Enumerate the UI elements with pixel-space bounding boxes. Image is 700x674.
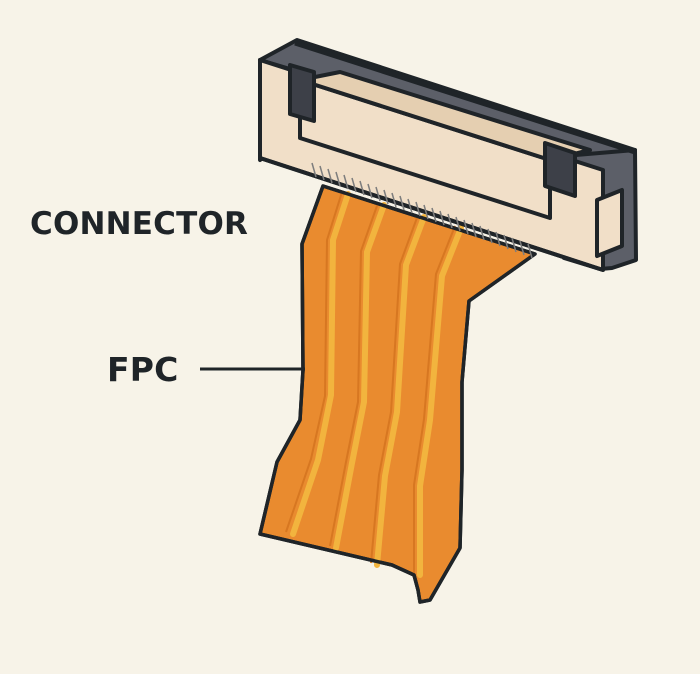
fpc-trace-1: [290, 191, 351, 537]
connector-pin: [503, 234, 509, 250]
connector-pin: [319, 165, 325, 181]
connector-pin: [399, 195, 405, 211]
fpc-traces: [290, 191, 464, 578]
connector-pin: [327, 168, 333, 184]
fpc-trace-4: [417, 225, 464, 578]
fpc-trace-3: [374, 214, 427, 568]
fpc-label: FPC: [107, 350, 179, 389]
connector-pin: [311, 162, 317, 178]
connector-right-slot: [543, 141, 577, 198]
connector-pin: [359, 180, 365, 196]
connector-pin: [351, 177, 357, 193]
connector: [258, 38, 638, 272]
connector-pin: [519, 240, 525, 256]
fpc-trace-2: [333, 202, 387, 551]
connector-pin: [495, 231, 501, 247]
connector-pin: [471, 222, 477, 238]
connector-right-latch: [595, 188, 624, 258]
connector-pin: [407, 198, 413, 214]
connector-pin: [391, 192, 397, 208]
connector-pin: [479, 225, 485, 241]
connector-pin: [431, 207, 437, 223]
connector-front-edge: [259, 156, 604, 272]
fpc-trace-edge-2: [329, 202, 379, 547]
connector-pin: [511, 237, 517, 253]
connector-pin: [335, 171, 341, 187]
fpc-trace-edge-4: [413, 225, 456, 573]
connector-pin: [487, 228, 493, 244]
connector-pin: [439, 210, 445, 226]
connector-pin: [383, 189, 389, 205]
connector-pin: [415, 201, 421, 217]
connector-label: CONNECTOR: [30, 206, 249, 242]
connector-pin: [447, 213, 453, 229]
connector-top-rail: [294, 40, 636, 155]
connector-pin: [455, 216, 461, 232]
connector-inner-shadow: [298, 70, 592, 162]
connector-pin: [367, 183, 373, 199]
fpc-cable: [258, 184, 537, 604]
connector-pin: [423, 204, 429, 220]
connector-left-slot: [288, 63, 316, 123]
connector-pin: [343, 174, 349, 190]
fpc-cable-outline: [258, 184, 537, 604]
fpc-trace-edge-3: [370, 214, 419, 564]
connector-pin: [375, 186, 381, 202]
connector-pin-row: [311, 162, 533, 259]
fpc-trace-dark-edges: [285, 191, 456, 573]
connector-pin: [527, 243, 533, 259]
connector-pin: [463, 219, 469, 235]
fpc-trace-edge-1: [285, 191, 343, 533]
